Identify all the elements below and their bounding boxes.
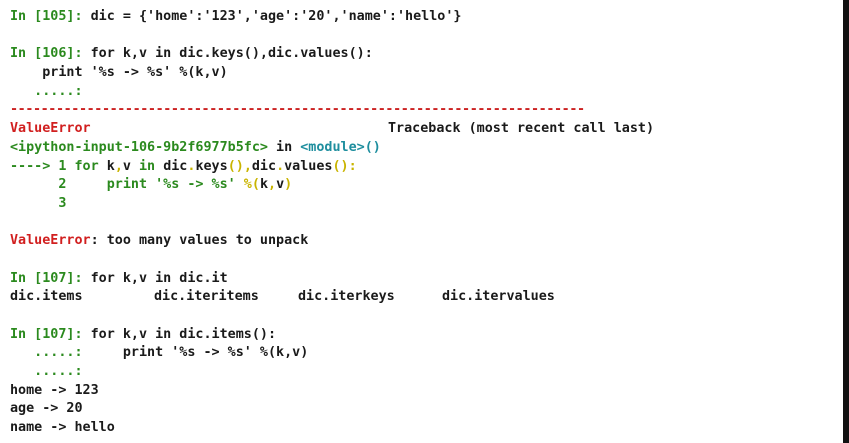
traceback-arrow: ----> 1 bbox=[10, 158, 75, 174]
code-continuation: print '%s -> %s' %(k,v) bbox=[10, 64, 849, 83]
comma: , bbox=[114, 158, 123, 174]
code-text: dic = {'home':'123','age':'20','name':'h… bbox=[82, 9, 462, 24]
module-name: <module> bbox=[300, 139, 365, 155]
blank-line bbox=[10, 27, 849, 46]
continuation-prompt: .....: bbox=[10, 83, 83, 99]
error-name: ValueError bbox=[10, 233, 91, 249]
var-v: v bbox=[276, 177, 285, 193]
window-edge bbox=[843, 0, 849, 443]
keyword-for: for bbox=[74, 158, 99, 174]
input-prompt: In [106]: bbox=[10, 46, 83, 62]
code-text: for k,v in dic.it bbox=[82, 270, 228, 286]
parens: (): bbox=[332, 158, 357, 174]
format-string: '%s -> %s' bbox=[147, 177, 236, 193]
traceback-line-2: 2 print '%s -> %s' %(k,v) bbox=[10, 176, 849, 195]
input-line-107: In [107]: for k,v in dic.items(): bbox=[10, 326, 849, 345]
code-text: print '%s -> %s' %(k,v) bbox=[82, 345, 309, 361]
parens: () bbox=[227, 158, 244, 174]
input-prompt: In [105]: bbox=[10, 9, 83, 24]
blank-line bbox=[10, 307, 849, 326]
traceback-line-1: ----> 1 for k,v in dic.keys(),dic.values… bbox=[10, 158, 849, 177]
code-text: print '%s -> %s' %(k,v) bbox=[10, 65, 228, 81]
var-k: k bbox=[259, 177, 268, 193]
percent-operator: % bbox=[235, 177, 252, 193]
continuation-prompt: .....: bbox=[10, 345, 83, 361]
dot: . bbox=[187, 158, 196, 174]
input-line-107-completion: In [107]: for k,v in dic.it bbox=[10, 270, 849, 289]
input-prompt: In [107]: bbox=[10, 326, 83, 342]
continuation-prompt: .....: bbox=[10, 364, 83, 380]
traceback-source: <ipython-input-106-9b2f6977b5fc> in <mod… bbox=[10, 139, 849, 158]
input-line-105: In [105]: dic = {'home':'123','age':'20'… bbox=[10, 8, 849, 27]
output-line: age -> 20 bbox=[10, 401, 83, 417]
dot: . bbox=[276, 158, 285, 174]
completion-item[interactable]: dic.iteritems bbox=[154, 289, 259, 305]
traceback-title: Traceback (most recent call last) bbox=[388, 121, 655, 137]
code-text: for k,v in dic.keys(),dic.values(): bbox=[82, 46, 373, 62]
module-parens: () bbox=[364, 139, 381, 155]
error-message: : too many values to unpack bbox=[90, 233, 309, 249]
line-number: 3 bbox=[10, 195, 67, 211]
keyword-print: print bbox=[74, 177, 148, 193]
var-v: v bbox=[122, 158, 131, 174]
dic-ref: dic bbox=[163, 158, 188, 174]
blank-line bbox=[10, 251, 849, 270]
error-name: ValueError bbox=[10, 121, 91, 137]
comma: , bbox=[268, 177, 277, 193]
input-prompt: In [107]: bbox=[10, 270, 83, 286]
comma: , bbox=[243, 158, 252, 174]
output-line: home -> 123 bbox=[10, 382, 99, 398]
output-line: name -> hello bbox=[10, 420, 115, 436]
in-word: in bbox=[267, 139, 301, 155]
continuation-line: .....: print '%s -> %s' %(k,v) bbox=[10, 344, 849, 363]
completion-item[interactable]: dic.iterkeys bbox=[298, 289, 395, 305]
error-message-line: ValueError: too many values to unpack bbox=[10, 232, 849, 251]
code-text: for k,v in dic.items(): bbox=[82, 326, 277, 342]
continuation-prompt-line: .....: bbox=[10, 363, 849, 382]
traceback-rule: ----------------------------------------… bbox=[10, 102, 585, 118]
completion-item[interactable]: dic.items bbox=[10, 289, 83, 305]
paren-open: ( bbox=[251, 177, 260, 193]
keys-method: keys bbox=[195, 158, 228, 174]
input-reference: <ipython-input-106-9b2f6977b5fc> bbox=[10, 139, 268, 155]
blank-line bbox=[10, 214, 849, 233]
values-method: values bbox=[284, 158, 333, 174]
completion-list: dic.items dic.iteritems dic.iterkeys dic.it… bbox=[10, 288, 849, 307]
keyword-in: in bbox=[130, 158, 164, 174]
dic-ref: dic bbox=[251, 158, 277, 174]
traceback-header: ValueError Traceback (most recent call la… bbox=[10, 120, 849, 139]
var-k: k bbox=[98, 158, 115, 174]
continuation-prompt-line: .....: bbox=[10, 83, 849, 102]
line-number: 2 bbox=[10, 177, 75, 193]
traceback-line-3: 3 bbox=[10, 195, 849, 214]
input-line-106: In [106]: for k,v in dic.keys(),dic.valu… bbox=[10, 45, 849, 64]
paren-close: ) bbox=[284, 177, 293, 193]
completion-item[interactable]: dic.itervalues bbox=[442, 289, 555, 305]
